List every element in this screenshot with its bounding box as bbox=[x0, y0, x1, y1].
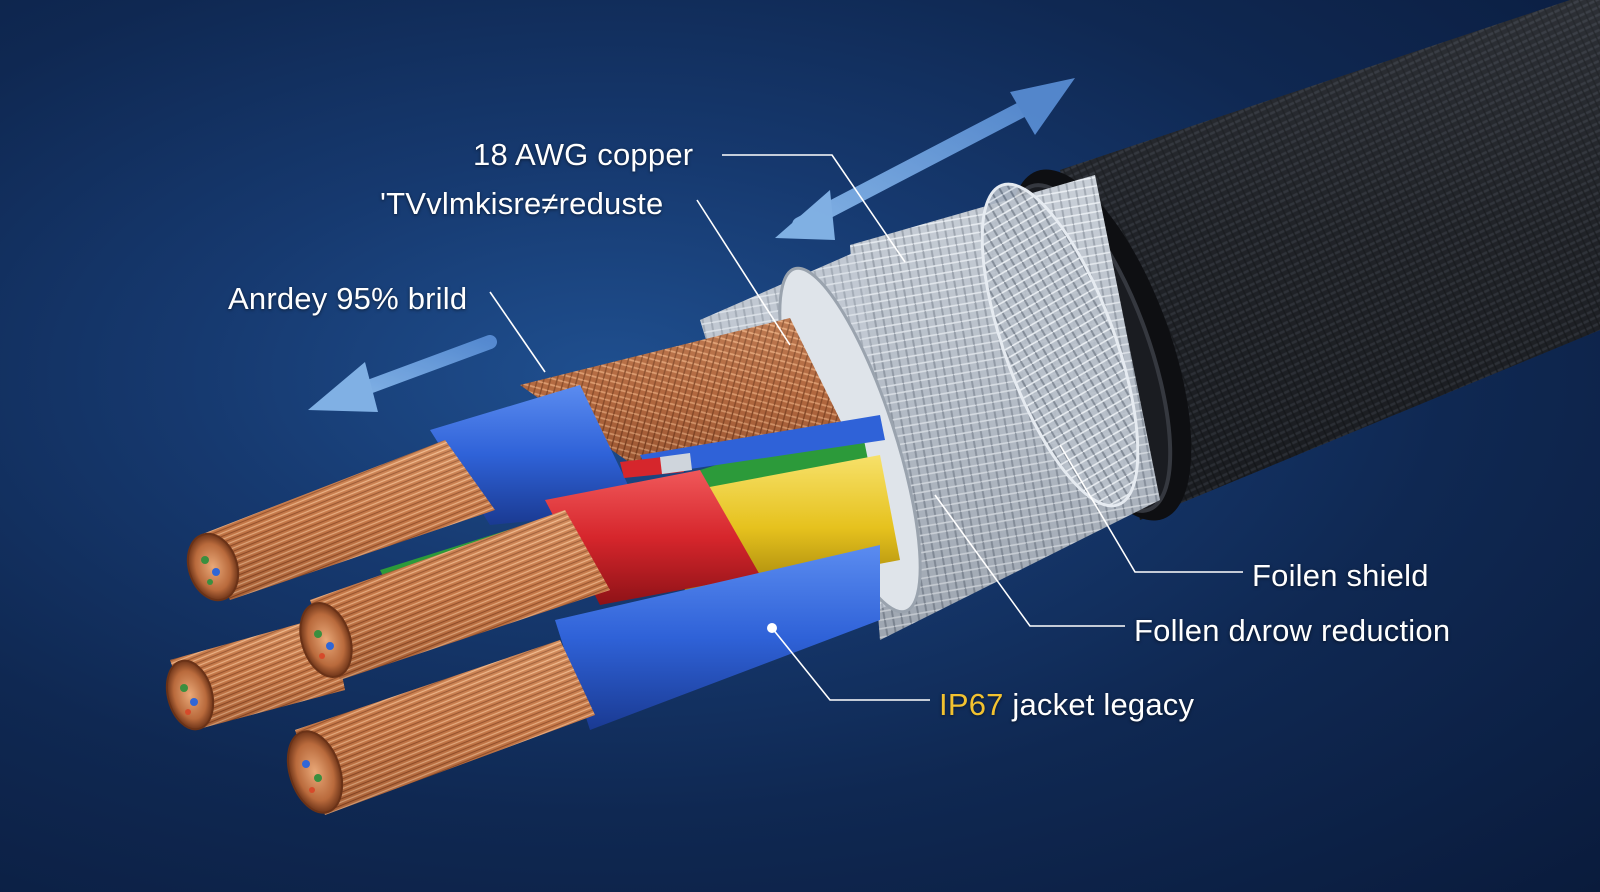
callout-jacket: IP67 jacket legacy bbox=[939, 687, 1194, 723]
leader-jacket bbox=[771, 627, 930, 701]
jacket-rating-highlight: IP67 bbox=[939, 687, 1004, 722]
leader-awg bbox=[722, 154, 906, 263]
leader-shield bbox=[1059, 444, 1243, 573]
callout-drow-reduction: Follen dʌrow reduction bbox=[1134, 613, 1451, 648]
leader-braid bbox=[489, 291, 546, 373]
left-arrow-icon bbox=[308, 335, 497, 412]
callout-leader-lines bbox=[489, 154, 1243, 701]
leader-drow bbox=[934, 494, 1125, 627]
double-arrow-icon bbox=[775, 78, 1075, 240]
leader-twist bbox=[696, 199, 791, 346]
callout-foil-shield: Foilen shield bbox=[1252, 558, 1429, 593]
copper-conductors bbox=[165, 440, 610, 815]
callout-twist-reduction: 'TVvlmkisre≠reduste bbox=[380, 186, 664, 221]
callout-awg-copper: 18 AWG copper bbox=[473, 137, 694, 172]
silver-braid-shield bbox=[850, 175, 1160, 640]
callout-braid: Anrdey 95% brild bbox=[228, 281, 468, 316]
jacket-rating-text: jacket legacy bbox=[1003, 687, 1195, 722]
